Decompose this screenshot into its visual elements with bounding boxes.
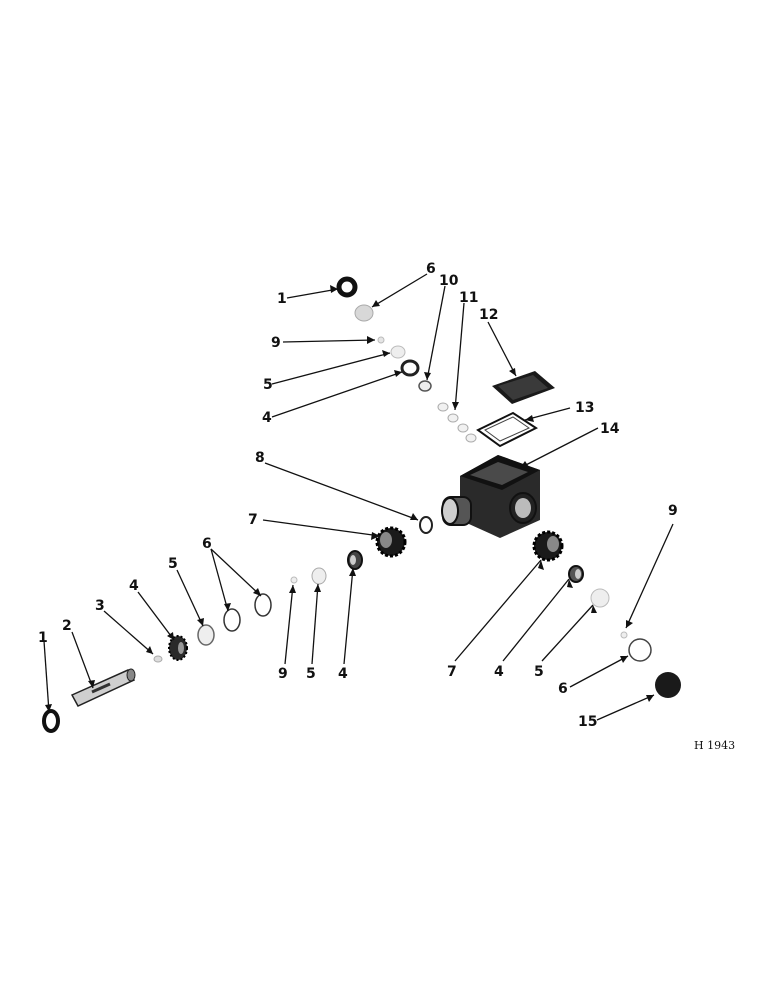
washer-part-mid [290,576,298,584]
bearing-cone-part-mid [311,567,327,585]
callout-right-9: 9 [668,503,678,519]
bearing-part-top [400,359,420,377]
bearing-cup-part-right [628,638,652,662]
callout-mid-8: 8 [255,450,265,466]
callout-top-4: 4 [262,410,272,426]
callout-top-1: 1 [277,291,287,307]
washer-part-top [377,336,385,344]
bearing-cups-part-left [223,593,272,632]
leader-lines [43,273,674,721]
ring-part-10 [418,380,432,392]
callout-left-4: 4 [129,578,139,594]
bearing-part-mid [347,550,363,570]
gasket-part-13 [476,411,539,448]
gear-housing-part-14 [441,455,540,538]
key-part-3 [153,655,163,663]
bearing-cone-part-right [590,588,610,608]
pinion-gear-part-left [168,635,188,661]
callout-top-11: 11 [459,290,478,306]
figure-reference-code: H 1943 [694,739,735,752]
bearing-cone-part-left [197,624,215,646]
callout-mid-4: 4 [338,666,348,682]
callout-left-6: 6 [202,536,212,552]
shims-part-11 [437,402,477,443]
snap-ring-part-8 [419,516,433,534]
callout-top-9: 9 [271,335,281,351]
callout-right-7: 7 [447,664,457,680]
callout-top-14: 14 [600,421,620,437]
callout-top-6: 6 [426,261,436,277]
callout-top-5: 5 [263,377,273,393]
shaft-part-2 [70,668,136,707]
callout-right-15: 15 [578,714,597,730]
callout-top-13: 13 [575,400,594,416]
callout-top-12: 12 [479,307,498,323]
callout-left-1: 1 [38,630,48,646]
callout-left-3: 3 [95,598,105,614]
callout-left-2: 2 [62,618,72,634]
callout-mid-9: 9 [278,666,288,682]
washer-part-right [620,631,628,639]
bevel-gear-part-right [532,530,564,562]
callout-mid-7: 7 [248,512,258,528]
bearing-cone-part-top [390,345,406,359]
cap-part-15 [655,672,681,698]
callout-right-6: 6 [558,681,568,697]
seal-part-top [336,276,358,298]
cover-plate-part-12 [492,371,555,404]
bearing-part-right [568,565,584,583]
callout-top-10: 10 [439,273,459,289]
callout-right-5: 5 [534,664,544,680]
callout-mid-5: 5 [306,666,316,682]
seal-part-left [42,709,60,733]
bevel-gear-part-mid [375,526,407,558]
bearing-cup-part-top [354,304,374,322]
callout-left-5: 5 [168,556,178,572]
callout-right-4: 4 [494,664,504,680]
